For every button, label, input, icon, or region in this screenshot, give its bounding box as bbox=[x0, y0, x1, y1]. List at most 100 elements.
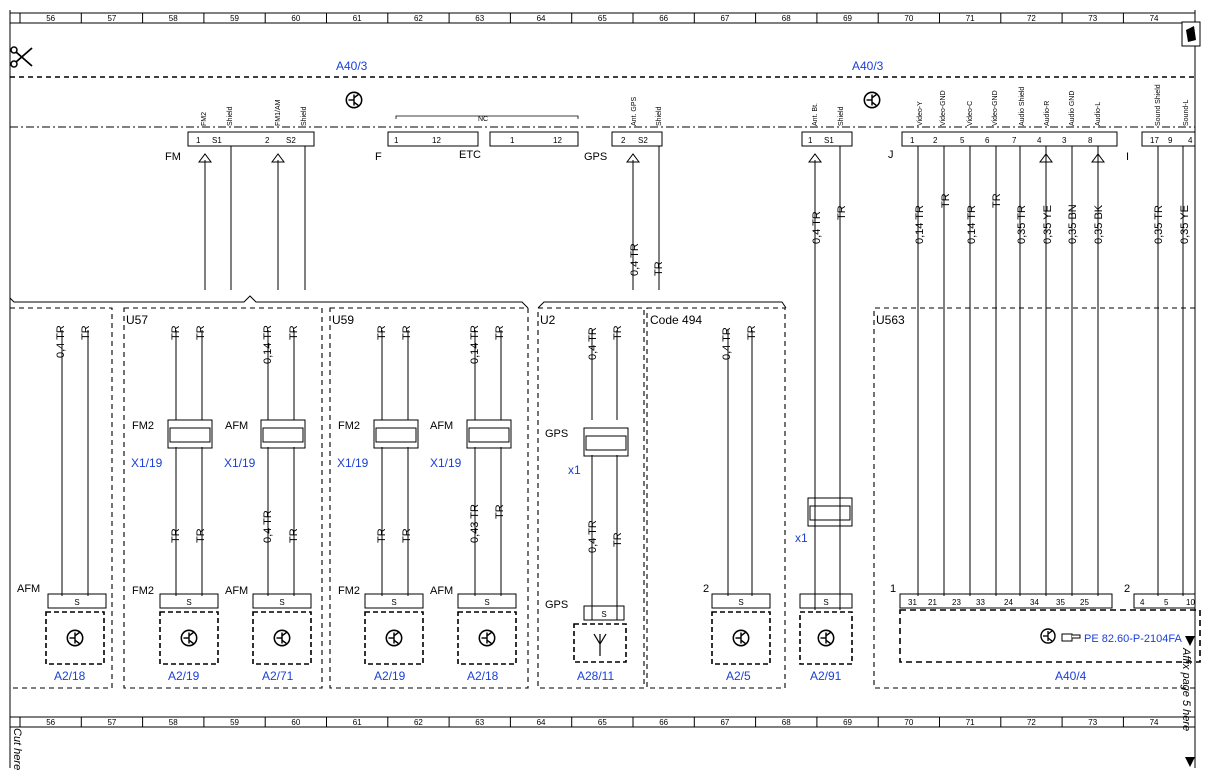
connector-signal: Audio GND bbox=[1069, 91, 1076, 126]
svg-text:AFM: AFM bbox=[430, 420, 453, 432]
gps-antenna-icon bbox=[593, 633, 607, 656]
diode-icon bbox=[1091, 153, 1105, 163]
ruler-cell: 74 bbox=[1150, 718, 1159, 727]
svg-text:12: 12 bbox=[553, 136, 562, 145]
svg-text:J: J bbox=[888, 149, 894, 161]
svg-text:0,4 TR: 0,4 TR bbox=[587, 520, 599, 553]
svg-text:TR: TR bbox=[288, 325, 300, 340]
svg-text:1: 1 bbox=[808, 136, 813, 145]
connector-fm: FM 1 S1 2 S2 FM2 Shield FM1/AM Shield bbox=[165, 99, 315, 163]
connector-signal: Video-GND bbox=[992, 90, 999, 126]
svg-text:0,14 TR: 0,14 TR bbox=[262, 325, 274, 364]
svg-text:1: 1 bbox=[394, 136, 399, 145]
top-wire-labels: 0,4 TR TR 0,4 TR TR 0,14 TR TR 0,14 TR T… bbox=[629, 193, 1191, 276]
svg-text:0,4 TR: 0,4 TR bbox=[721, 327, 733, 360]
svg-text:9: 9 bbox=[1168, 136, 1173, 145]
affix-page-label: Affix page 5 here bbox=[1180, 647, 1192, 731]
ruler-cell: 65 bbox=[598, 718, 607, 727]
ruler-cell: 58 bbox=[169, 718, 178, 727]
connector-i: I 17 9 4 Sound Shield Sound-L bbox=[1126, 84, 1196, 163]
ruler-cell: 59 bbox=[230, 14, 239, 23]
antenna-amplifier-box bbox=[159, 611, 219, 665]
svg-text:X1/19: X1/19 bbox=[337, 456, 369, 470]
svg-text:AFM: AFM bbox=[225, 585, 248, 597]
svg-text:TR: TR bbox=[170, 325, 182, 340]
antenna-amplifier-box bbox=[364, 611, 424, 665]
ruler-cell: 67 bbox=[720, 14, 729, 23]
connector-pin: 2 bbox=[933, 136, 938, 145]
svg-text:TR: TR bbox=[612, 532, 624, 547]
svg-text:X1/19: X1/19 bbox=[224, 456, 256, 470]
connector-pin: 5 bbox=[960, 136, 965, 145]
svg-text:12: 12 bbox=[432, 136, 441, 145]
svg-text:I: I bbox=[1126, 151, 1129, 163]
note-icon bbox=[1181, 21, 1201, 47]
antenna-symbol-icon bbox=[732, 629, 750, 647]
svg-text:GPS: GPS bbox=[545, 599, 568, 611]
svg-text:TR: TR bbox=[401, 528, 413, 543]
svg-text:S2: S2 bbox=[286, 136, 296, 145]
coupler-box bbox=[167, 419, 213, 449]
pin-connector bbox=[899, 593, 1113, 609]
svg-text:0,35 TR: 0,35 TR bbox=[1016, 205, 1028, 244]
section-title-u57: U57 bbox=[126, 313, 148, 327]
coupler-inner bbox=[262, 427, 304, 443]
svg-text:Shield: Shield bbox=[838, 106, 845, 126]
svg-text:FM: FM bbox=[165, 151, 181, 163]
section-title-u59: U59 bbox=[332, 313, 354, 327]
svg-text:A2/18: A2/18 bbox=[467, 669, 499, 683]
switch-labels: FM2 AFM FM2 AFM GPS X1/19 X1/19 X1/19 X1… bbox=[131, 420, 808, 545]
pin-label: S bbox=[186, 598, 191, 607]
svg-text:2: 2 bbox=[703, 583, 709, 595]
svg-text:Shield: Shield bbox=[227, 106, 234, 126]
svg-text:0,4 TR: 0,4 TR bbox=[629, 243, 641, 276]
connector-signal: Audio-L bbox=[1095, 102, 1102, 126]
ruler-cell: 56 bbox=[46, 718, 55, 727]
antenna-symbol-icon bbox=[345, 91, 363, 109]
section-wire-labels: 0,4 TR TR TR TR 0,14 TR TR TR TR 0,4 TR … bbox=[55, 325, 758, 553]
svg-text:x1: x1 bbox=[795, 531, 808, 545]
connector-pin: 8 bbox=[1088, 136, 1093, 145]
pin-connector bbox=[47, 593, 107, 609]
svg-text:AFM: AFM bbox=[430, 585, 453, 597]
section-title-u563: U563 bbox=[876, 313, 905, 327]
svg-text:TR: TR bbox=[991, 193, 1003, 208]
svg-text:TR: TR bbox=[195, 325, 207, 340]
gps-antenna-box bbox=[573, 623, 627, 663]
diode-icon bbox=[1039, 153, 1053, 163]
pin-label: 5 bbox=[1164, 598, 1169, 607]
pin-label: 4 bbox=[1140, 598, 1145, 607]
svg-text:A28/11: A28/11 bbox=[577, 669, 614, 683]
ruler-cell: 60 bbox=[291, 14, 300, 23]
connector-signal: Audio-R bbox=[1044, 101, 1051, 126]
antenna-symbol-icon bbox=[817, 629, 835, 647]
ruler-cell: 58 bbox=[169, 14, 178, 23]
coupler-inner bbox=[468, 427, 510, 443]
unit-label-right: A40/3 bbox=[852, 59, 884, 73]
svg-text:AFM: AFM bbox=[225, 420, 248, 432]
svg-text:S1: S1 bbox=[212, 136, 222, 145]
ruler-cell: 73 bbox=[1088, 718, 1097, 727]
svg-text:1: 1 bbox=[196, 136, 201, 145]
svg-text:0,14 TR: 0,14 TR bbox=[966, 205, 978, 244]
svg-text:Sound Shield: Sound Shield bbox=[1155, 84, 1162, 126]
svg-text:GPS: GPS bbox=[545, 428, 568, 440]
ruler-cell: 73 bbox=[1088, 14, 1097, 23]
connector-pin: 3 bbox=[1062, 136, 1067, 145]
svg-text:A2/18: A2/18 bbox=[54, 669, 86, 683]
svg-text:FM2: FM2 bbox=[338, 420, 360, 432]
coupler-inner bbox=[585, 435, 627, 451]
ruler-cell: 71 bbox=[966, 14, 975, 23]
ruler-cell: 68 bbox=[782, 718, 791, 727]
ruler-cell: 66 bbox=[659, 14, 668, 23]
svg-text:A2/19: A2/19 bbox=[168, 669, 200, 683]
pin-connector bbox=[457, 593, 517, 609]
connector-pin: 1 bbox=[910, 136, 915, 145]
pin-label: 35 bbox=[1056, 598, 1065, 607]
pin-label: 25 bbox=[1080, 598, 1089, 607]
svg-text:FM2: FM2 bbox=[132, 420, 154, 432]
svg-text:Ant. GPS: Ant. GPS bbox=[631, 96, 638, 126]
svg-text:TR: TR bbox=[376, 325, 388, 340]
